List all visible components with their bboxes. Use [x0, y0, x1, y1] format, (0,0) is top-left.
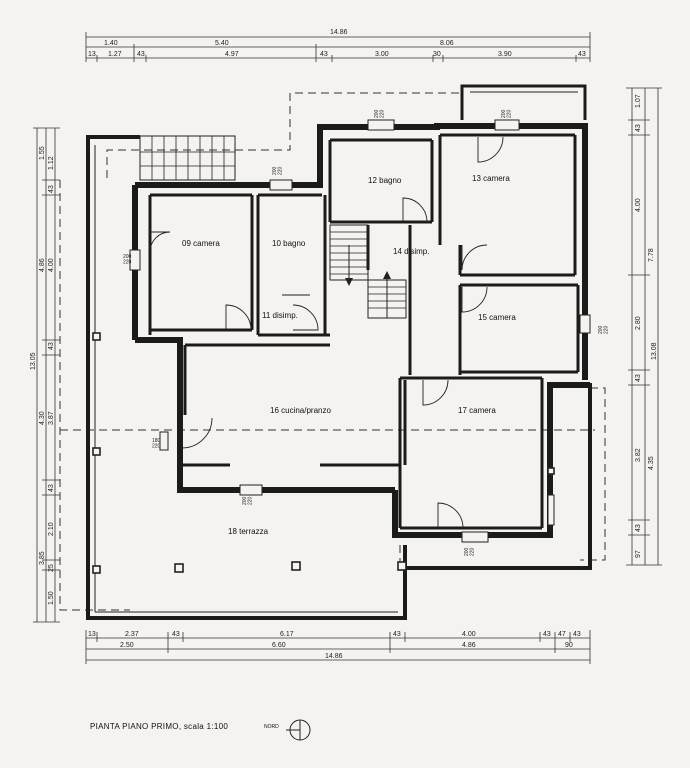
dim-right-r6: 43 — [635, 374, 642, 382]
room-label-12: 12 bagno — [368, 176, 402, 185]
dim-bot-b2: 2.37 — [125, 631, 139, 638]
dim-left-l4: 4.86 — [39, 258, 46, 272]
dim-top-d1: 13 — [88, 51, 96, 58]
right-dimensions: 13.08 1.07 43 4.00 7.78 2.80 43 3.82 4.3… — [626, 87, 662, 566]
dim-top-total: 14.86 — [330, 29, 348, 36]
dim-left-l2: 1.12 — [48, 156, 55, 170]
dim-left-l11: 3.85 — [39, 551, 46, 565]
dim-top-d9: 43 — [578, 51, 586, 58]
top-dimensions: 14.86 1.40 5.40 8.06 13 1.27 43 4.97 43 … — [85, 29, 591, 62]
left-dimensions: 13.05 1.55 1.12 43 4.86 4.00 43 4.30 3.8… — [30, 127, 60, 623]
dim-top-d6: 3.00 — [375, 51, 389, 58]
dim-top-d4: 4.97 — [225, 51, 239, 58]
room-label-09: 09 camera — [182, 239, 220, 248]
dim-right-r3: 4.00 — [635, 198, 642, 212]
dim-left-l7: 4.30 — [39, 411, 46, 425]
dim-top-d2: 1.27 — [108, 51, 122, 58]
dim-right-r2: 43 — [635, 124, 642, 132]
dim-bot-b9: 43 — [573, 631, 581, 638]
dim-right-r9: 43 — [635, 524, 642, 532]
windows — [129, 119, 591, 543]
win-label-17: 200220 — [464, 547, 476, 556]
bottom-dimensions: 13 2.37 43 6.17 43 4.00 43 47 43 2.50 6.… — [85, 630, 591, 664]
dim-bot-c3: 4.86 — [462, 642, 476, 649]
interior-stairs — [329, 224, 407, 319]
walls — [132, 84, 590, 538]
door-swings — [149, 136, 504, 529]
dim-left-l5: 4.00 — [48, 258, 55, 272]
dim-top-c: 8.06 — [440, 40, 454, 47]
dim-left-total: 13.05 — [30, 352, 37, 370]
dim-bot-b5: 43 — [393, 631, 401, 638]
dim-bot-b1: 13 — [88, 631, 96, 638]
dim-bot-c4: 90 — [565, 642, 573, 649]
room-label-13: 13 camera — [472, 174, 510, 183]
dim-left-l6: 43 — [48, 342, 55, 350]
dim-left-l3: 43 — [48, 185, 55, 193]
dim-right-r4: 7.78 — [648, 248, 655, 262]
dim-bot-b8: 47 — [558, 631, 566, 638]
terrace-columns — [92, 332, 555, 574]
dim-right-total: 13.08 — [651, 342, 658, 360]
dim-top-d8: 3.90 — [498, 51, 512, 58]
terrace-stair — [139, 135, 236, 181]
terrace-parapet — [86, 135, 592, 620]
dim-left-l12: 25 — [48, 564, 55, 572]
dim-right-r5: 2.80 — [635, 316, 642, 330]
dim-top-d5: 43 — [320, 51, 328, 58]
dim-left-l13: 1.50 — [48, 591, 55, 605]
dim-top-d7: 30 — [433, 51, 441, 58]
win-label-10: 200220 — [272, 166, 284, 175]
room-labels: 09 camera 10 bagno 11 disimp. 12 bagno 1… — [182, 174, 516, 536]
room-label-10: 10 bagno — [272, 239, 306, 248]
north-label: NORD — [264, 724, 279, 730]
room-label-17: 17 camera — [458, 406, 496, 415]
plan-caption: PIANTA PIANO PRIMO, scala 1:100 — [90, 722, 229, 731]
dim-left-l1: 1.55 — [39, 146, 46, 160]
dim-bot-c1: 2.50 — [120, 642, 134, 649]
win-label-12: 200220 — [374, 109, 386, 118]
dim-bot-b7: 43 — [543, 631, 551, 638]
dim-right-r7: 3.82 — [635, 448, 642, 462]
win-label-13: 200220 — [501, 109, 513, 118]
room-label-14: 14 disimp. — [393, 247, 429, 256]
dim-top-a: 1.40 — [104, 40, 118, 47]
dim-right-r8: 4.35 — [648, 456, 655, 470]
room-label-15: 15 camera — [478, 313, 516, 322]
dim-right-r10: 97 — [635, 550, 642, 558]
dim-left-l9: 43 — [48, 484, 55, 492]
room-label-18: 18 terrazza — [228, 527, 269, 536]
dim-bot-total: 14.86 — [325, 653, 343, 660]
dim-left-l10: 2.10 — [48, 522, 55, 536]
roof-outline — [59, 92, 606, 611]
dim-bot-b4: 6.17 — [280, 631, 294, 638]
room-label-16: 16 cucina/pranzo — [270, 406, 331, 415]
dim-top-d3: 43 — [137, 51, 145, 58]
dim-bot-c2: 6.60 — [272, 642, 286, 649]
win-label-15: 200220 — [598, 325, 610, 334]
north-arrow-icon — [286, 719, 311, 741]
dim-bot-b3: 43 — [172, 631, 180, 638]
win-label-16b: 200220 — [242, 496, 254, 505]
dim-bot-b6: 4.00 — [462, 631, 476, 638]
dim-right-r1: 1.07 — [635, 94, 642, 108]
dim-left-l8: 3.87 — [48, 411, 55, 425]
room-label-11: 11 disimp. — [262, 311, 298, 320]
dim-top-b: 5.40 — [215, 40, 229, 47]
